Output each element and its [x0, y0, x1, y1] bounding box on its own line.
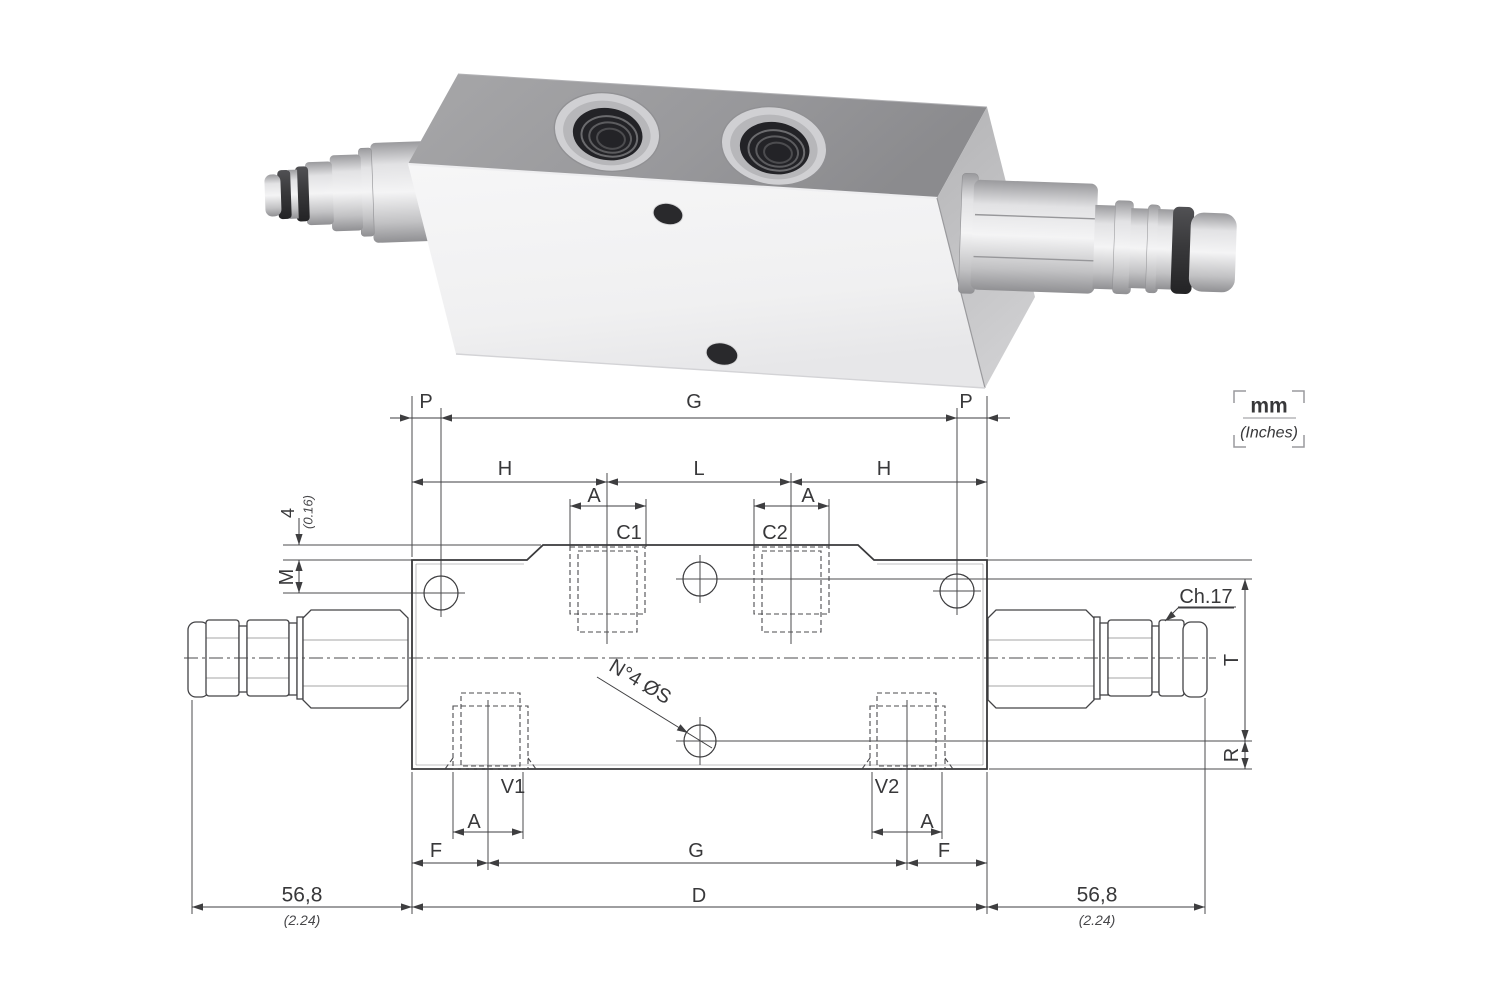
dim-label-a-v2: A [920, 811, 934, 833]
units-secondary-label: (Inches) [1240, 425, 1298, 442]
port-c2-cavity [753, 546, 830, 615]
block-front-face [408, 164, 985, 388]
dim-label-r: R [1221, 748, 1243, 762]
dim-label-a-c1: A [587, 485, 601, 507]
port-label-v2: V2 [875, 776, 899, 798]
port-c1-bore [577, 550, 638, 633]
dim-label-g-bottom: G [688, 840, 704, 862]
port-label-c1: C1 [616, 522, 642, 544]
mounting-hole-right [939, 573, 975, 609]
plug-right-neck [1092, 204, 1118, 290]
holes-leader-line [596, 676, 713, 749]
dim-label-overall-left-inches: (2.24) [284, 912, 321, 928]
mounting-hole-top-center [682, 561, 718, 597]
port-c2-bore [761, 550, 822, 633]
dim-label-d: D [692, 885, 706, 907]
units-box-bracket-br [1292, 435, 1305, 448]
top-port-2 [720, 105, 828, 187]
dim-label-a-v1: A [467, 811, 481, 833]
holes-note-label: N°4 ØS [605, 655, 675, 709]
port-v1-bore [460, 692, 521, 767]
port-v2-cavity [869, 705, 946, 770]
port-label-c2: C2 [762, 522, 788, 544]
dim-label-l: L [693, 458, 704, 480]
plug-right-hex [970, 179, 1098, 294]
dim-label-overall-right-inches: (2.24) [1079, 912, 1116, 928]
plug-right-cap [1188, 212, 1237, 293]
block-front-top-edge-highlight [407, 162, 938, 200]
dim-label-p-left: P [419, 391, 432, 413]
plug-right-hex-facet-2 [973, 255, 1094, 262]
port-c1-cavity [569, 546, 646, 615]
dim-label-step-mm: 4 [278, 508, 298, 518]
port-v1-cavity [452, 705, 529, 770]
units-box-bracket-bl [1233, 435, 1246, 448]
block-outline-2d [411, 544, 988, 770]
block-front-bottom-edge [455, 353, 986, 389]
chamfer-leader-line [1164, 607, 1234, 622]
dim-label-h-left: H [498, 458, 512, 480]
dimension-lines [192, 417, 1246, 908]
dim-label-p-right: P [959, 391, 972, 413]
dim-label-step-inches: (0.16) [301, 495, 316, 529]
units-box-bracket-tr [1292, 390, 1305, 403]
dim-label-h-right: H [877, 458, 891, 480]
dim-label-f-left: F [430, 840, 442, 862]
units-primary-label: mm [1250, 395, 1287, 418]
mounting-hole-bottom-center [683, 724, 717, 758]
cartridge-left-2d [187, 609, 409, 709]
dim-label-overall-right-mm: 56,8 [1077, 884, 1118, 907]
plug-right-3d [958, 172, 1237, 295]
oring-left-2 [295, 166, 310, 222]
front-hole-2 [705, 342, 739, 366]
mounting-holes [423, 561, 975, 758]
oring-right [1170, 206, 1195, 295]
units-box: mm (Inches) [1233, 390, 1305, 448]
plug-right-cylinder [1128, 208, 1152, 289]
cartridge-left-cylinder-2 [329, 154, 364, 232]
dim-label-f-right: F [938, 840, 950, 862]
port-v2-bore [876, 692, 937, 767]
plug-right-hex-facet-1 [974, 213, 1095, 220]
dim-label-overall-left-mm: 56,8 [282, 884, 323, 907]
dim-label-g-top: G [686, 391, 702, 413]
drawing-2d: P G P H L H A A C1 C2 4 (0.16) M N°4 ØS … [184, 391, 1252, 928]
mounting-hole-left [423, 575, 459, 611]
render-3d [264, 73, 1237, 389]
port-label-v1: V1 [501, 776, 525, 798]
dim-label-m: M [276, 569, 298, 586]
front-hole-1 [652, 202, 684, 226]
top-port-1 [553, 91, 661, 173]
extension-lines [191, 396, 1252, 914]
port-cavities-dashed [444, 546, 954, 770]
cartridge-right-2d [987, 609, 1208, 709]
cartridge-left-cylinder-1 [304, 161, 334, 226]
block-top-far-edge [457, 73, 988, 108]
block-top-face [408, 74, 987, 198]
plug-right-cylinder-2 [1155, 209, 1177, 290]
dim-label-t: T [1221, 654, 1243, 666]
dim-label-a-c2: A [801, 485, 815, 507]
cartridge-left-tip [264, 174, 282, 217]
units-box-bracket-tl [1233, 390, 1246, 403]
chamfer-label: Ch.17 [1179, 586, 1232, 608]
